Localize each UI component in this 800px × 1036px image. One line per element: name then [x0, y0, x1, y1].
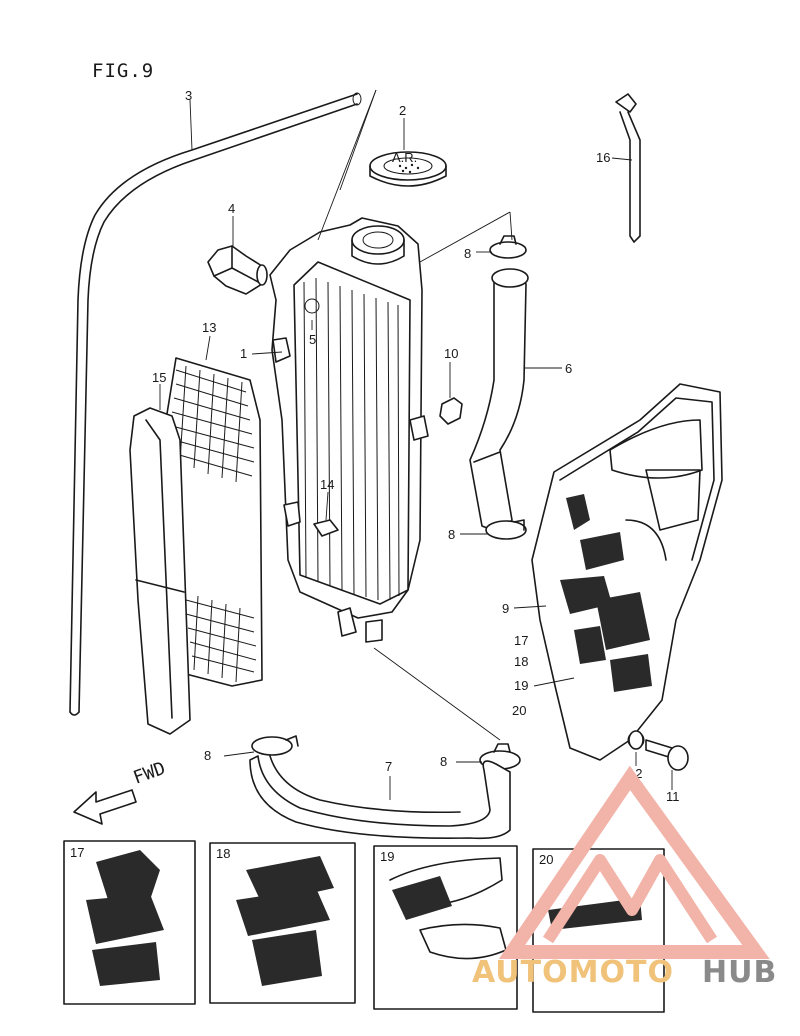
thermo-switch — [207, 245, 268, 295]
inset-19-label: 19 — [380, 849, 394, 864]
callout-14: 14 — [320, 477, 334, 492]
leader-lines — [159, 89, 673, 800]
inset-18-label: 18 — [216, 846, 230, 861]
fwd-label: FWD — [131, 758, 169, 789]
callout-3: 3 — [185, 88, 192, 103]
callout-8-right: 8 — [440, 754, 447, 769]
radiator-guard — [129, 357, 263, 735]
callout-15: 15 — [152, 370, 166, 385]
radiator-shroud — [531, 383, 723, 761]
upper-hose — [469, 268, 529, 530]
decal-insets: 17 18 19 20 — [63, 840, 665, 1013]
lower-hose — [249, 755, 511, 840]
callout-17: 17 — [514, 633, 528, 648]
callout-13: 13 — [202, 320, 216, 335]
callout-11: 11 — [666, 789, 680, 804]
callout-6: 6 — [565, 361, 572, 376]
forward-direction: FWD — [73, 758, 169, 825]
callout-8-mid: 8 — [448, 527, 455, 542]
cable-tie — [615, 93, 641, 243]
inset-17-label: 17 — [70, 845, 84, 860]
watermark-text-automoto: AUTOMOTO — [472, 955, 674, 990]
watermark-logo: AUTOMOTO HUB — [472, 765, 777, 990]
callout-2: 2 — [399, 103, 406, 118]
inset-18 — [209, 842, 356, 1004]
hose-clamp-left — [251, 735, 299, 756]
cap-marking: A.R. — [392, 150, 417, 165]
callout-8-upper: 8 — [464, 246, 471, 261]
radiator-cap: A.R. — [369, 150, 447, 187]
washer — [628, 730, 644, 750]
hose-clamp-upper — [489, 235, 527, 259]
watermark-text-hub: HUB — [702, 955, 777, 990]
callout-19: 19 — [514, 678, 528, 693]
clip — [439, 397, 463, 425]
inset-20-label: 20 — [539, 852, 553, 867]
figure-title: FIG.9 — [92, 60, 154, 82]
shroud-bolt — [645, 739, 689, 771]
callout-4: 4 — [228, 201, 235, 216]
callout-1: 1 — [240, 346, 247, 361]
callout-5: 5 — [309, 332, 316, 347]
callout-10: 10 — [444, 346, 458, 361]
callout-20: 20 — [512, 703, 526, 718]
inset-19 — [373, 845, 518, 1010]
overflow-hose — [69, 92, 362, 716]
callout-8-left: 8 — [204, 748, 211, 763]
hose-clamp-mid — [485, 519, 527, 540]
radiator — [269, 217, 429, 643]
callout-7: 7 — [385, 759, 392, 774]
callout-16: 16 — [596, 150, 610, 165]
callout-9: 9 — [502, 601, 509, 616]
inset-17 — [63, 840, 196, 1005]
fwd-arrow-icon — [73, 789, 137, 825]
callout-18: 18 — [514, 654, 528, 669]
